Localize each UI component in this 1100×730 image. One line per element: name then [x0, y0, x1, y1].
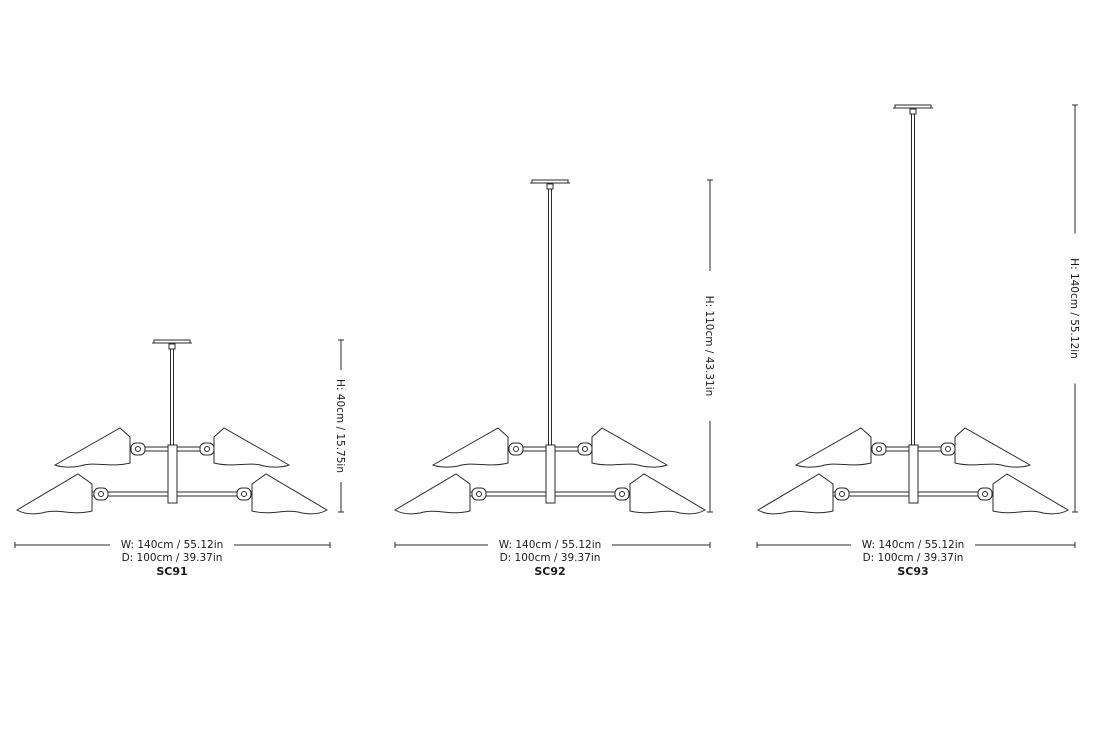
joint-pivot-icon	[476, 491, 482, 497]
height-label: H: 40cm / 15.75in	[334, 379, 346, 473]
canopy-collar	[546, 183, 554, 190]
lamp-body	[394, 179, 706, 515]
shade-lower-right	[629, 473, 706, 515]
shade-upper-left	[431, 427, 509, 468]
lamp-body	[16, 339, 328, 515]
suspension-rod	[170, 348, 174, 446]
model-name: SC92	[534, 565, 565, 578]
shade-lower-right	[992, 473, 1069, 515]
joint-pivot-icon	[619, 491, 625, 497]
width-label: W: 140cm / 55.12in	[121, 539, 224, 551]
width-label: W: 140cm / 55.12in	[862, 539, 965, 551]
suspension-rod	[548, 188, 552, 446]
joint-pivot-icon	[582, 446, 588, 452]
canopy-collar	[168, 343, 176, 350]
center-hub	[167, 444, 178, 504]
shade-lower-left	[757, 473, 834, 515]
shade-lower-right	[251, 473, 328, 515]
joint-pivot-icon	[513, 446, 519, 452]
depth-label: D: 100cm / 39.37in	[863, 552, 964, 564]
lamp-body	[757, 104, 1069, 515]
shade-lower-left	[394, 473, 471, 515]
shade-lower-left	[16, 473, 93, 515]
model-name: SC91	[156, 565, 187, 578]
center-hub	[908, 444, 919, 504]
center-hub	[545, 444, 556, 504]
shade-upper-right	[591, 427, 669, 468]
shade-upper-right	[213, 427, 291, 468]
width-label: W: 140cm / 55.12in	[499, 539, 602, 551]
shade-upper-left	[53, 427, 131, 468]
shade-upper-left	[794, 427, 872, 468]
joint-pivot-icon	[839, 491, 845, 497]
joint-pivot-icon	[204, 446, 210, 452]
joint-pivot-icon	[876, 446, 882, 452]
suspension-rod	[911, 113, 915, 446]
joint-pivot-icon	[135, 446, 141, 452]
height-label: H: 140cm / 55.12in	[1068, 258, 1080, 359]
joint-pivot-icon	[982, 491, 988, 497]
joint-pivot-icon	[945, 446, 951, 452]
model-name: SC93	[897, 565, 928, 578]
depth-label: D: 100cm / 39.37in	[122, 552, 223, 564]
shade-upper-right	[954, 427, 1032, 468]
joint-pivot-icon	[98, 491, 104, 497]
height-label: H: 110cm / 43.31in	[703, 296, 715, 397]
canopy-collar	[909, 108, 917, 115]
joint-pivot-icon	[241, 491, 247, 497]
depth-label: D: 100cm / 39.37in	[500, 552, 601, 564]
